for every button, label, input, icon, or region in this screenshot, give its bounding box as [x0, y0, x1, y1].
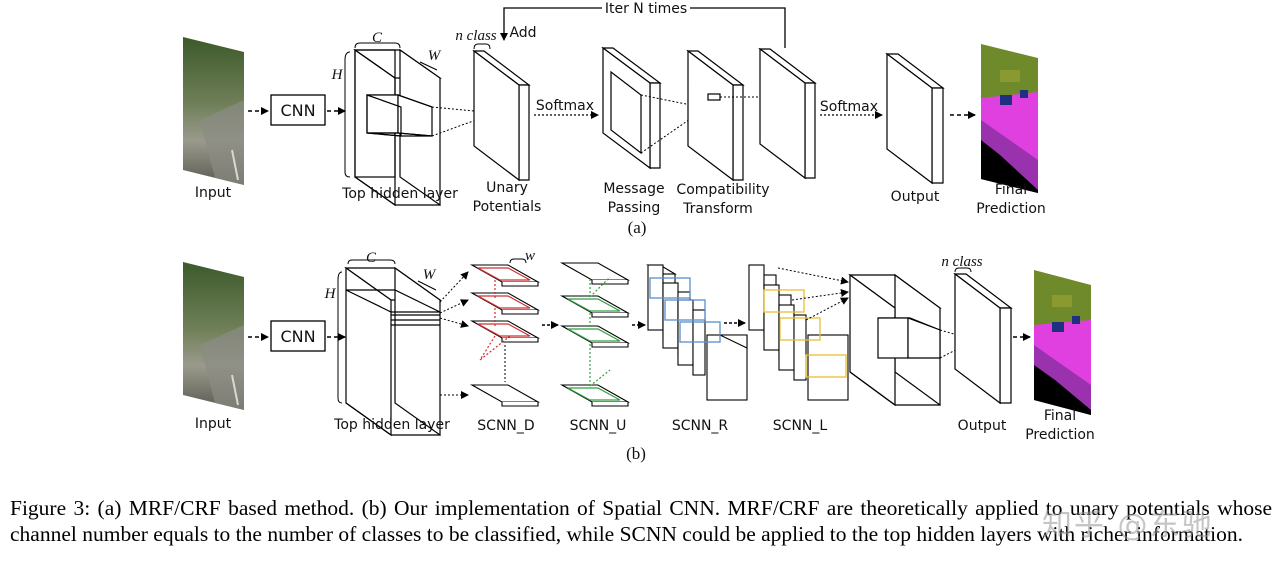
- cnn-label-b: CNN: [280, 327, 315, 346]
- updated-potentials-slab: [758, 47, 817, 180]
- input-image-b: [183, 262, 244, 410]
- figure-canvas: Input CNN C H W Top hidden layer: [183, 0, 1095, 463]
- sub-caption-b: (b): [626, 444, 646, 463]
- fan-arrows-b: [439, 271, 469, 399]
- nclass-brace-b: [954, 267, 972, 273]
- cnn-label-a: CNN: [280, 101, 315, 120]
- input-label-a: Input: [195, 185, 232, 201]
- hidden-layer-cuboid-a: [353, 48, 442, 207]
- message-label-2: Passing: [608, 200, 661, 216]
- dim-brace-w-b: [417, 280, 437, 291]
- dim-brace-h-b: [337, 271, 343, 404]
- dim-h-a: H: [331, 67, 344, 83]
- message-label-1: Message: [603, 181, 664, 197]
- message-passing-slab: [601, 46, 662, 170]
- output-label-a: Output: [891, 189, 940, 205]
- panel-a: Input CNN C H W Top hidden layer: [183, 0, 1046, 237]
- dim-brace-w-a: [419, 61, 438, 71]
- scnn-l-label: SCNN_L: [773, 418, 828, 434]
- compat-label-1: Compatibility: [676, 182, 769, 198]
- scnn-d-stack: [469, 264, 541, 407]
- watermark: 知乎 @东驰: [1042, 508, 1214, 543]
- figure-caption: Figure 3: (a) MRF/CRF based method. (b) …: [10, 496, 1272, 546]
- iter-label: Iter N times: [605, 1, 687, 17]
- panel-b: Input CNN C H W Top hidden layer: [183, 248, 1095, 463]
- output-label-b: Output: [958, 418, 1007, 434]
- scnn-l-stack: [748, 264, 849, 401]
- cnn-box-a: [270, 94, 326, 126]
- dim-c-b: C: [366, 250, 377, 266]
- fan-arrows-b2: [777, 267, 849, 321]
- dim-brace-c-b: [347, 259, 396, 265]
- output-slab-a: [885, 52, 945, 185]
- sub-caption-a: (a): [628, 218, 647, 237]
- dim-w-small: w: [525, 248, 535, 264]
- scnn-r-stack: [646, 264, 748, 401]
- nclass-label-b: n class: [941, 254, 982, 270]
- final-label-1-b: Final: [1044, 408, 1076, 424]
- nclass-brace-a: [473, 43, 491, 50]
- input-label-b: Input: [195, 416, 232, 432]
- cnn-box-b: [270, 320, 326, 352]
- add-label: Add: [509, 25, 536, 41]
- scnn-u-label: SCNN_U: [570, 418, 627, 434]
- hidden-layer-cuboid-b: [344, 266, 442, 437]
- input-image-a: [183, 37, 244, 185]
- output-cuboid-b: [848, 273, 942, 407]
- dim-w-a: W: [428, 48, 442, 64]
- final-label-2-b: Prediction: [1025, 427, 1095, 443]
- output-slab-b: [953, 272, 1013, 405]
- final-prediction-image-a: [981, 44, 1038, 193]
- nclass-label-a: n class: [455, 28, 496, 44]
- scnn-r-label: SCNN_R: [672, 418, 729, 434]
- dim-brace-w-small: [509, 258, 527, 264]
- unary-label-2: Potentials: [473, 199, 542, 215]
- dim-c-a: C: [372, 30, 383, 46]
- softmax-2: Softmax: [820, 99, 878, 115]
- scnn-d-label: SCNN_D: [477, 418, 534, 434]
- hidden-label-b: Top hidden layer: [333, 417, 450, 433]
- iter-label-bg: [602, 0, 690, 16]
- dim-w-b: W: [423, 267, 437, 283]
- compat-label-2: Transform: [682, 201, 753, 217]
- scnn-u-stack: [559, 262, 631, 407]
- compatibility-transform-slab: [686, 49, 745, 182]
- unary-potentials-slab: [472, 49, 531, 182]
- dim-brace-c-a: [354, 42, 401, 49]
- hidden-label-a: Top hidden layer: [341, 186, 458, 202]
- final-label-1-a: Final: [995, 182, 1027, 198]
- dim-brace-h-a: [344, 51, 351, 178]
- dim-h-b: H: [324, 286, 337, 302]
- final-prediction-image-b: [1034, 270, 1091, 415]
- softmax-1: Softmax: [536, 98, 594, 114]
- unary-label-1: Unary: [486, 180, 528, 196]
- final-label-2-a: Prediction: [976, 201, 1046, 217]
